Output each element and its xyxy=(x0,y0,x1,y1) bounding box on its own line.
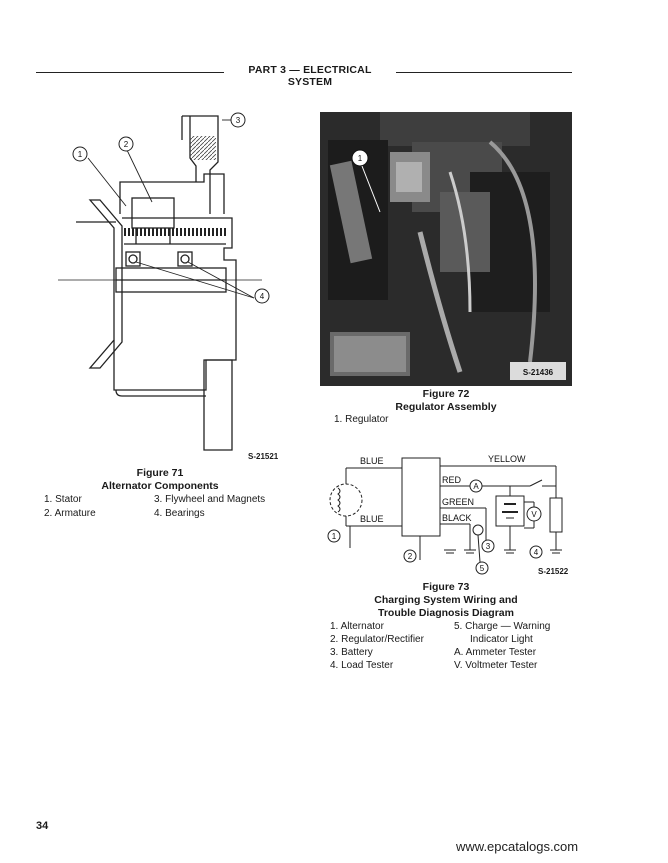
fig71-number: Figure 71 xyxy=(136,467,184,479)
fig71-item-1: 1. Stator xyxy=(44,494,82,505)
fig73-item-a: A. Ammeter Tester xyxy=(454,647,537,658)
fig71-callout-1: 1 xyxy=(78,150,83,159)
fig73-number: Figure 73 xyxy=(422,581,470,593)
fig73-item-5: 5. Charge — Warning xyxy=(454,621,551,632)
regulator-photo: 1 S-21436 xyxy=(320,112,572,386)
fig73-title-line1: Charging System Wiring and xyxy=(374,594,518,606)
wire-label-red: RED xyxy=(442,475,462,485)
fig71-item-4: 4. Bearings xyxy=(154,508,205,519)
fig73-code: S-21522 xyxy=(538,567,569,576)
fig73-item-v: V. Voltmeter Tester xyxy=(454,660,538,671)
wire-label-black: BLACK xyxy=(442,513,472,523)
fig72-code: S-21436 xyxy=(523,368,554,377)
footer-url[interactable]: www.epcatalogs.com xyxy=(456,839,579,854)
wire-label-blue-top: BLUE xyxy=(360,456,384,466)
fig71-title: Alternator Components xyxy=(101,480,219,492)
alternator-drawing: 1 2 3 4 xyxy=(58,112,270,451)
wiring-diagram: 1 2 3 4 5 A V BLUE BLUE YELLOW RED GREEN… xyxy=(327,454,563,575)
fig72-item-1: 1. Regulator xyxy=(334,414,389,425)
fig73-callout-3: 3 xyxy=(486,542,491,551)
fig71-item-2: 2. Armature xyxy=(44,508,96,519)
fig71-code: S-21521 xyxy=(248,452,279,461)
wire-label-yellow: YELLOW xyxy=(488,454,526,464)
voltmeter-symbol: V xyxy=(531,510,537,519)
fig73-callout-2: 2 xyxy=(408,552,413,561)
fig72-title: Regulator Assembly xyxy=(395,401,497,413)
fig71-callout-4: 4 xyxy=(260,292,265,301)
fig72-number: Figure 72 xyxy=(422,388,470,400)
fig71-callout-2: 2 xyxy=(124,140,129,149)
fig73-item-5-cont: Indicator Light xyxy=(470,634,533,645)
fig73-item-4: 4. Load Tester xyxy=(330,660,394,671)
fig73-callout-1: 1 xyxy=(332,532,337,541)
fig71-item-3: 3. Flywheel and Magnets xyxy=(154,494,266,505)
fig71-callout-3: 3 xyxy=(236,116,241,125)
fig73-item-2: 2. Regulator/Rectifier xyxy=(330,634,424,645)
fig73-callout-4: 4 xyxy=(534,548,539,557)
header-rule-right xyxy=(396,72,572,73)
wire-label-blue-bottom: BLUE xyxy=(360,514,384,524)
fig73-item-3: 3. Battery xyxy=(330,647,373,658)
header-rule-left xyxy=(36,72,224,73)
wire-label-green: GREEN xyxy=(442,497,474,507)
ammeter-symbol: A xyxy=(473,482,479,491)
fig73-callout-5: 5 xyxy=(480,564,485,573)
page-number: 34 xyxy=(36,820,49,832)
fig73-item-1: 1. Alternator xyxy=(330,621,384,632)
fig72-callout-1: 1 xyxy=(358,154,363,163)
section-title: PART 3 — ELECTRICAL SYSTEM xyxy=(248,64,372,88)
fig73-title-line2: Trouble Diagnosis Diagram xyxy=(378,607,514,619)
